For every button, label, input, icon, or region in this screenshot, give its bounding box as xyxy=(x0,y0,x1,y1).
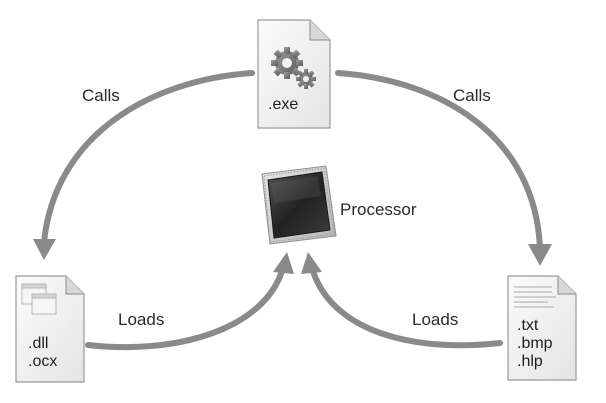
calls-left-label: Calls xyxy=(82,86,120,105)
loads-right-arrow xyxy=(309,265,503,349)
calls-right-label: Calls xyxy=(453,86,491,105)
data-file-line-3: .hlp xyxy=(517,353,543,370)
calls-left-arrow xyxy=(41,70,255,245)
processor-chip xyxy=(261,165,337,245)
loads-left-arrowhead xyxy=(273,252,294,274)
calls-left-arrowhead xyxy=(33,239,56,260)
calls-right-arrowhead xyxy=(528,244,552,266)
dll-file-line-1: .dll xyxy=(28,335,49,352)
data-file xyxy=(507,275,577,381)
text-lines-icon xyxy=(514,286,556,308)
loads-left-arrow xyxy=(85,265,286,351)
dll-file-line-2: .ocx xyxy=(28,353,58,370)
exe-file xyxy=(257,19,331,129)
gears-icon xyxy=(271,47,316,89)
calls-right-arrow xyxy=(335,70,543,251)
windows-icon xyxy=(21,283,57,315)
loads-right-label: Loads xyxy=(412,310,459,329)
exe-file-label: .exe xyxy=(268,96,299,113)
data-file-line-2: .bmp xyxy=(517,335,553,352)
data-file-line-1: .txt xyxy=(517,317,539,334)
arrows xyxy=(41,70,543,351)
loads-right-arrowhead xyxy=(301,252,322,274)
loads-left-label: Loads xyxy=(118,310,165,329)
cpu-chip-icon xyxy=(261,165,337,245)
dll-file xyxy=(15,275,85,383)
processor-label: Processor xyxy=(340,200,417,219)
